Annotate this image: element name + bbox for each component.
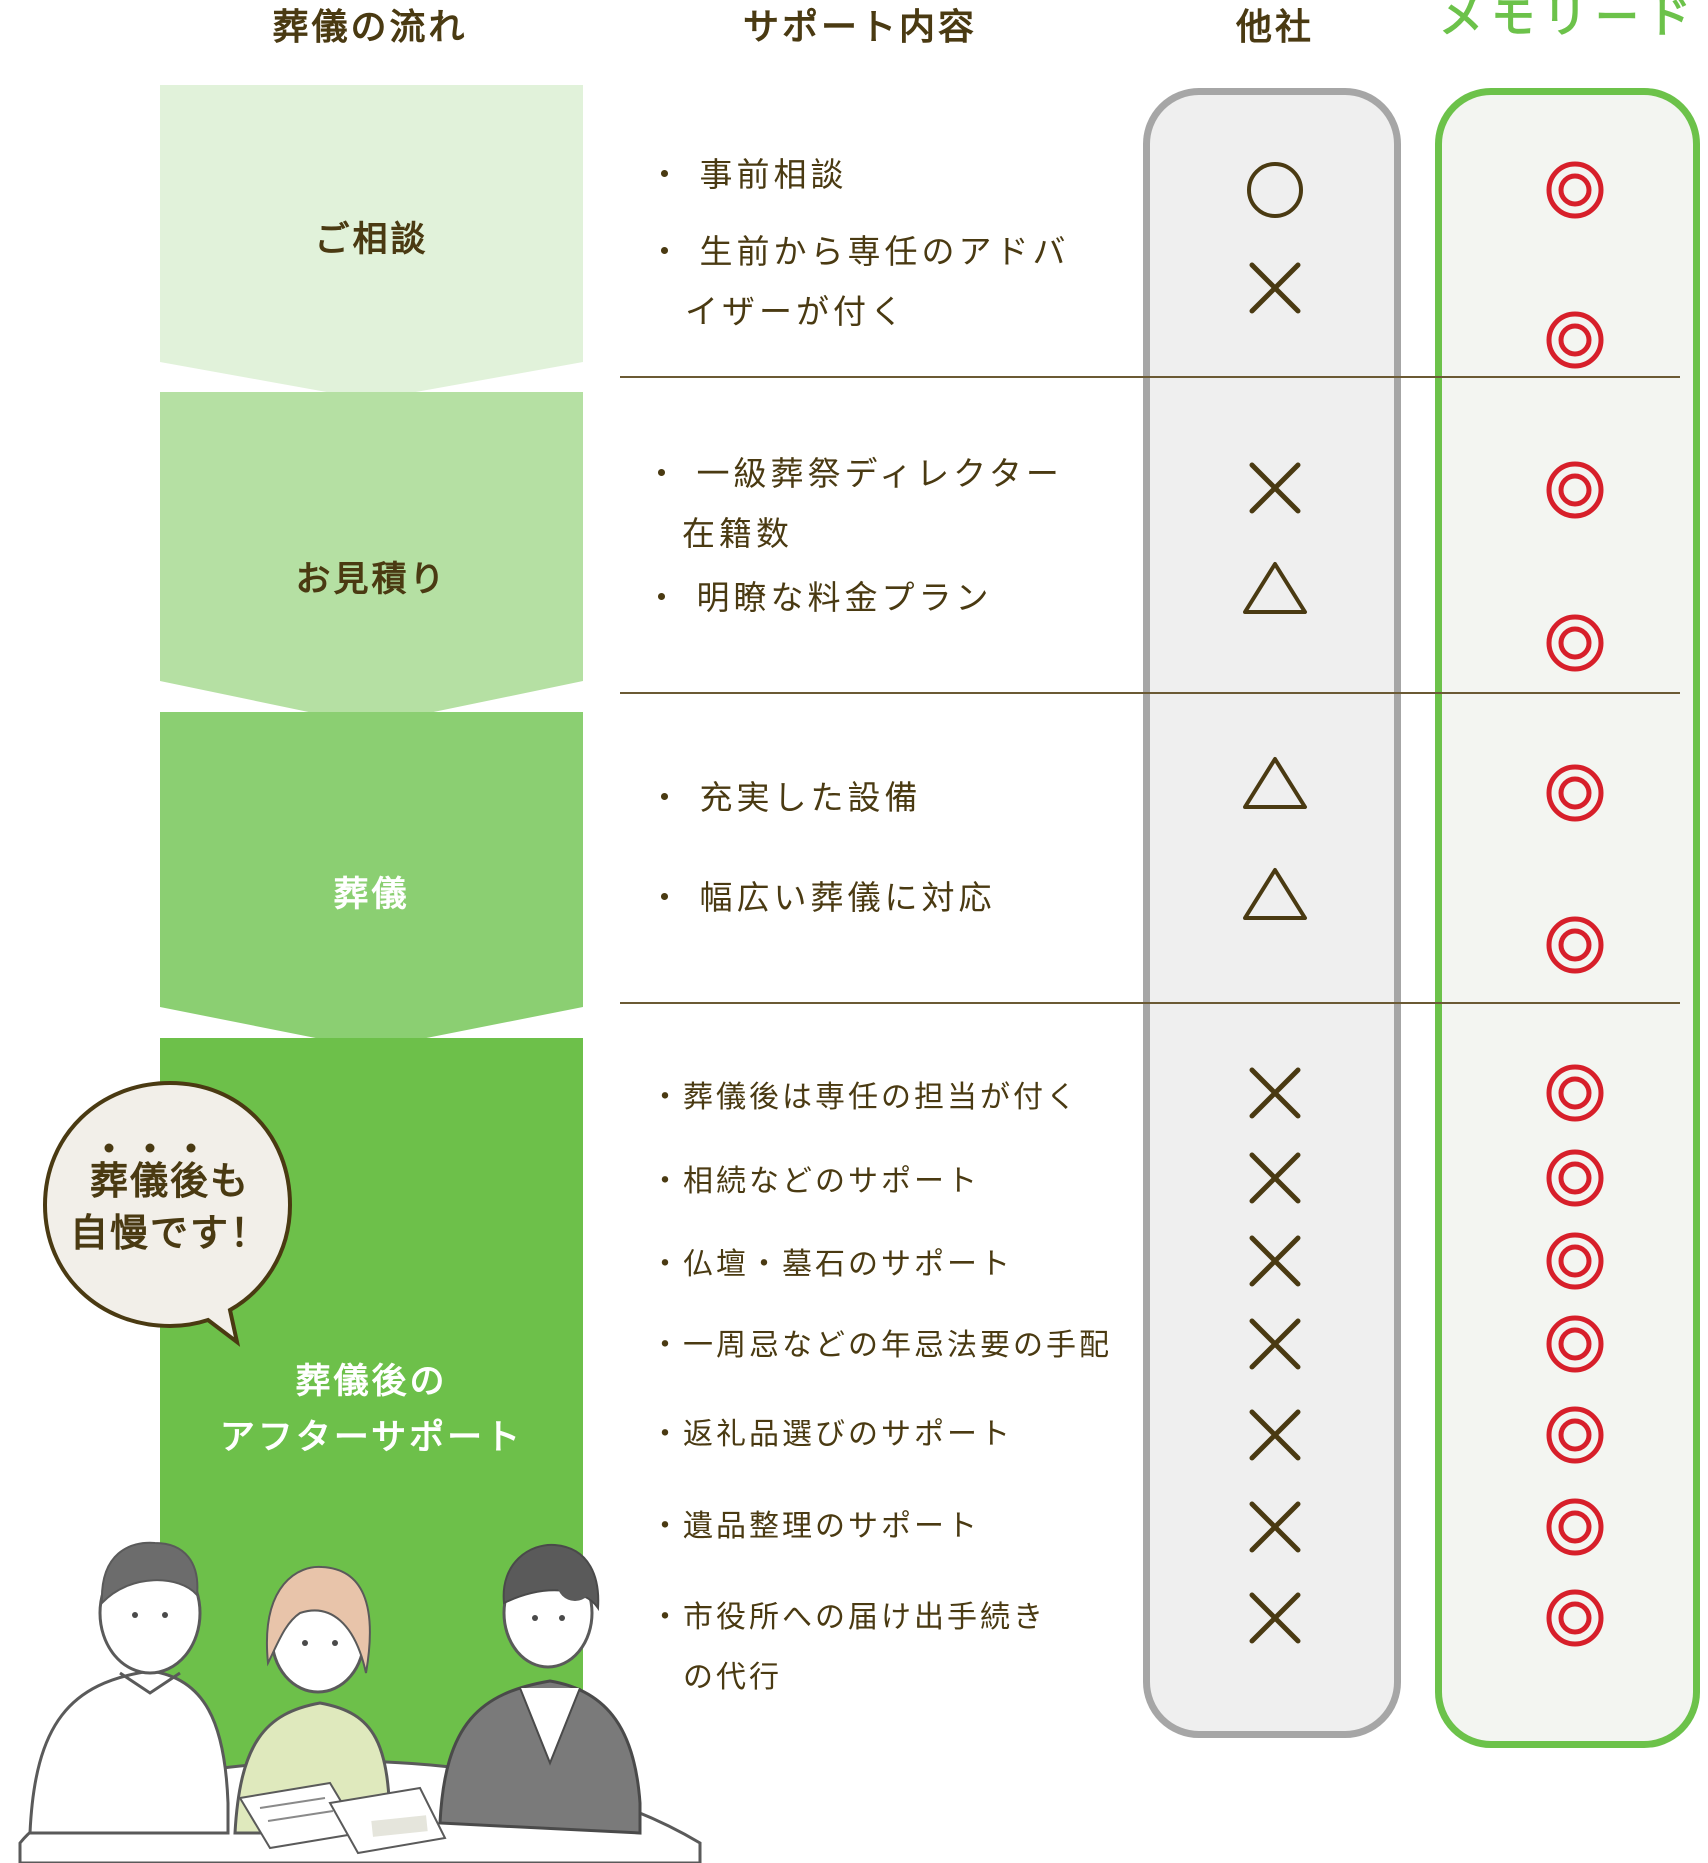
double-circle-icon [1546, 1232, 1604, 1290]
cross-icon [1249, 1235, 1301, 1287]
double-circle-icon [1546, 311, 1604, 369]
emphasis-dots [104, 1143, 196, 1153]
double-circle-icon [1546, 1315, 1604, 1373]
double-circle-icon [1546, 764, 1604, 822]
header-support: サポート内容 [742, 7, 977, 48]
header-others: 他社 [1235, 7, 1314, 48]
cross-icon [1249, 1592, 1301, 1644]
stage-estimate: お見積り [295, 560, 448, 600]
support-item: ・ 生前から専任のアドバ イザーが付く [648, 232, 1070, 331]
support-item: ・市役所への届け出手続き の代行 [650, 1600, 1046, 1695]
support-item: ・ 充実した設備 [648, 778, 922, 817]
stage-consultation: ご相談 [314, 220, 429, 260]
support-item: ・ 一級葬祭ディレクター 在籍数 [645, 454, 1063, 553]
support-item: ・遺品整理のサポート [650, 1509, 980, 1544]
double-circle-icon [1546, 1589, 1604, 1647]
double-circle-icon [1546, 916, 1604, 974]
stage-shape-funeral [160, 712, 583, 1049]
cross-icon [1249, 1152, 1301, 1204]
speech-bubble-text: 葬儀後も 自慢です！ [69, 1159, 270, 1255]
header-memolead: メモリード [1439, 0, 1699, 43]
triangle-icon [1243, 868, 1307, 920]
cross-icon [1249, 462, 1301, 514]
support-item: ・一周忌などの年忌法要の手配 [650, 1328, 1112, 1363]
cross-icon [1249, 262, 1301, 314]
header-flow: 葬儀の流れ [272, 7, 468, 48]
staff-figure [438, 1543, 642, 1835]
double-circle-icon [1546, 1406, 1604, 1464]
support-item: ・ 幅広い葬儀に対応 [648, 878, 996, 917]
cross-icon [1249, 1318, 1301, 1370]
circle-icon [1247, 162, 1303, 218]
man-figure [28, 1541, 230, 1835]
stage-shape-consultation [160, 85, 583, 400]
stage-chevrons [160, 85, 583, 1863]
support-item: ・ 事前相談 [648, 155, 848, 194]
cross-icon [1249, 1501, 1301, 1553]
double-circle-icon [1546, 461, 1604, 519]
double-circle-icon [1546, 161, 1604, 219]
consultation-illustration [18, 1541, 702, 1863]
double-circle-icon [1546, 1064, 1604, 1122]
support-item: ・仏壇・墓石のサポート [650, 1247, 1013, 1282]
stage-aftersupport: 葬儀後の アフターサポート [219, 1362, 524, 1458]
stage-funeral: 葬儀 [333, 875, 410, 915]
section-divider [620, 692, 1680, 694]
section-divider [620, 376, 1680, 378]
cross-icon [1249, 1067, 1301, 1119]
triangle-icon [1243, 757, 1307, 809]
support-item: ・相続などのサポート [650, 1164, 980, 1199]
section-divider [620, 1002, 1680, 1004]
cross-icon [1249, 1409, 1301, 1461]
triangle-icon [1243, 562, 1307, 614]
support-item: ・ 明瞭な料金プラン [645, 578, 993, 617]
support-item: ・葬儀後は専任の担当が付く [650, 1080, 1079, 1115]
support-item: ・返礼品選びのサポート [650, 1417, 1013, 1452]
double-circle-icon [1546, 614, 1604, 672]
others-column [1143, 88, 1401, 1738]
double-circle-icon [1546, 1149, 1604, 1207]
double-circle-icon [1546, 1498, 1604, 1556]
stage-shape-estimate [160, 392, 583, 725]
